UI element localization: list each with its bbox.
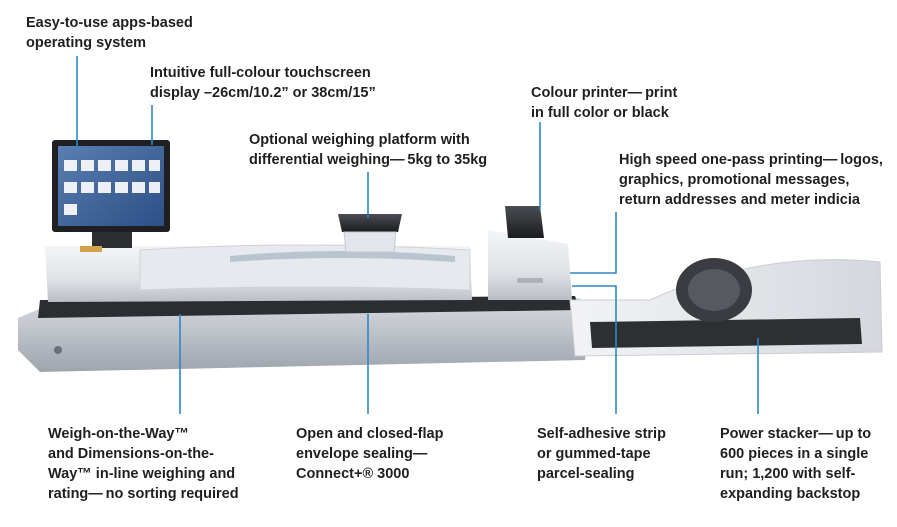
machine-base: [18, 298, 590, 372]
callout-colour-printer: Colour printer— print in full color or b…: [531, 85, 678, 121]
weighing-platform: [338, 214, 402, 232]
callout-high-speed-printing: High speed one-pass printing— logos, gra…: [619, 152, 883, 208]
callout-weighing-platform: Optional weighing platform with differen…: [249, 132, 488, 168]
stacker-tray: [590, 318, 862, 348]
app-tile-icon: [64, 160, 160, 215]
callout-weigh-on-the-way: Weigh-on-the-Way™ and Dimensions-on-the-…: [48, 426, 239, 502]
callout-touchscreen: Intuitive full-colour touchscreen displa…: [150, 65, 376, 101]
colour-printer-head: [505, 206, 544, 238]
printer-tower: [488, 230, 572, 300]
envelope-channel: [230, 251, 455, 262]
stacker-wheel-hub: [688, 269, 740, 311]
printer-badge: [517, 278, 543, 283]
callout-power-stacker: Power stacker— up to 600 pieces in a sin…: [720, 426, 872, 502]
display-label: [80, 246, 102, 252]
leader-lines: [76, 56, 759, 414]
weighing-platform-stand: [343, 231, 397, 253]
callout-parcel-sealing: Self-adhesive strip or gummed-tape parce…: [537, 426, 666, 482]
feed-deck: [38, 296, 580, 318]
callout-envelope-sealing: Open and closed-flap envelope sealing— C…: [296, 426, 444, 482]
display-mount: [92, 232, 132, 248]
callout-apps-os: Easy-to-use apps-based operating system: [26, 15, 193, 51]
base-button: [54, 346, 62, 354]
